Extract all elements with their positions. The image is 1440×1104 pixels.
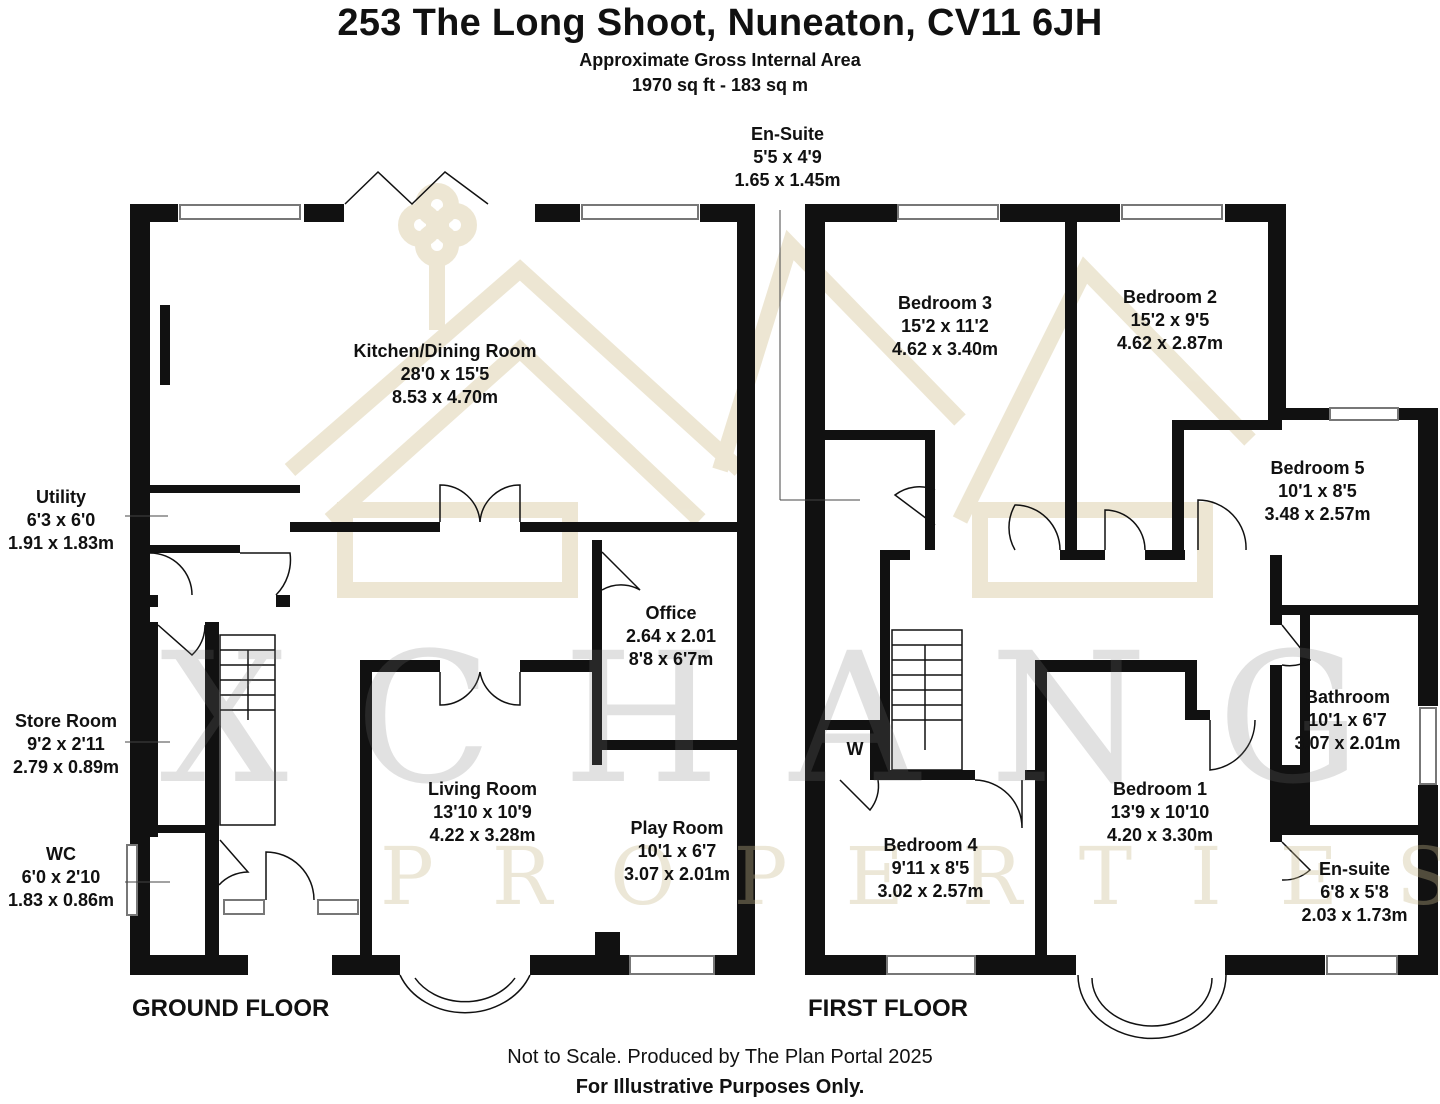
room-metric: 4.20 x 3.30m	[1106, 825, 1214, 845]
room-name: Bedroom 5	[1270, 458, 1365, 478]
room-imperial: 28'0 x 15'5	[400, 364, 490, 384]
area-value: 1970 sq ft - 183 sq m	[631, 75, 809, 95]
stairs	[219, 629, 963, 826]
room-name: Kitchen/Dining Room	[353, 341, 537, 361]
room-name: En-Suite	[750, 124, 824, 144]
room-metric: 1.65 x 1.45m	[734, 170, 841, 190]
room-imperial: 10'1 x 6'7	[637, 841, 717, 861]
room-name: W	[846, 739, 864, 759]
room-metric: 4.62 x 3.40m	[891, 339, 999, 359]
room-name: Store Room	[14, 711, 117, 731]
room-name: Play Room	[630, 818, 724, 838]
room-name: Utility	[35, 487, 86, 507]
room-metric: 1.91 x 1.83m	[7, 533, 115, 553]
room-name: Bedroom 3	[897, 293, 993, 313]
watermark-brand: XCHANGE	[160, 615, 1440, 824]
watermark-subtitle: PROPERTIES	[380, 830, 1440, 923]
room-imperial: 6'0 x 2'10	[21, 867, 101, 887]
room-imperial: 10'1 x 8'5	[1278, 481, 1357, 501]
room-label-kitchen: Kitchen/Dining Room 28'0 x 15'5 8.53 x 4…	[330, 340, 560, 409]
room-metric: 3.48 x 2.57m	[1264, 504, 1371, 524]
room-label-ensuite-top: En-Suite 5'5 x 4'9 1.65 x 1.45m	[715, 123, 860, 192]
room-label-living: Living Room 13'10 x 10'9 4.22 x 3.28m	[400, 778, 565, 847]
room-metric: 4.62 x 2.87m	[1116, 333, 1224, 353]
room-label-bedroom-3: Bedroom 3 15'2 x 11'2 4.62 x 3.40m	[870, 292, 1020, 361]
windows	[126, 204, 1437, 975]
floor-label-first: FIRST FLOOR	[808, 995, 968, 1022]
room-metric: 2.79 x 0.89m	[12, 757, 120, 777]
floor-label-ground: GROUND FLOOR	[132, 995, 330, 1022]
room-label-office: Office 2.64 x 2.01 8'8 x 6'7m	[607, 602, 735, 671]
room-imperial: 5'5 x 4'9	[753, 147, 822, 167]
room-label-play: Play Room 10'1 x 6'7 3.07 x 2.01m	[613, 817, 741, 886]
room-imperial: 8'8 x 6'7m	[628, 649, 714, 669]
room-metric: 3.02 x 2.57m	[877, 881, 984, 901]
room-label-bedroom-5: Bedroom 5 10'1 x 8'5 3.48 x 2.57m	[1245, 457, 1390, 526]
room-metric: 2.64 x 2.01	[625, 626, 717, 646]
room-label-wardrobe: W	[840, 738, 870, 761]
room-metric: 3.07 x 2.01m	[1294, 733, 1401, 753]
room-name: Bedroom 1	[1112, 779, 1208, 799]
room-name: Living Room	[428, 779, 537, 799]
room-metric: 3.07 x 2.01m	[623, 864, 731, 884]
area-label: Approximate Gross Internal Area	[579, 50, 861, 70]
room-imperial: 15'2 x 11'2	[901, 316, 989, 336]
room-imperial: 15'2 x 9'5	[1130, 310, 1210, 330]
room-imperial: 13'9 x 10'10	[1110, 802, 1210, 822]
pointer-lines	[125, 210, 860, 883]
room-label-store: Store Room 9'2 x 2'11 2.79 x 0.89m	[0, 710, 132, 779]
room-imperial: 9'2 x 2'11	[27, 734, 105, 754]
room-name: Bedroom 4	[883, 835, 978, 855]
footer-disclaimer: Not to Scale. Produced by The Plan Porta…	[507, 1046, 933, 1068]
room-label-bedroom-2: Bedroom 2 15'2 x 9'5 4.62 x 2.87m	[1095, 286, 1245, 355]
room-label-utility: Utility 6'3 x 6'0 1.91 x 1.83m	[0, 486, 122, 555]
room-name: Bedroom 2	[1122, 287, 1218, 307]
room-imperial: 6'8 x 5'8	[1320, 882, 1389, 902]
room-label-bathroom: Bathroom 10'1 x 6'7 3.07 x 2.01m	[1280, 686, 1415, 755]
room-metric: 8.53 x 4.70m	[391, 387, 499, 407]
room-imperial: 6'3 x 6'0	[26, 510, 96, 530]
room-name: Bathroom	[1305, 687, 1390, 707]
room-name: Office	[645, 603, 697, 623]
footer-note: For Illustrative Purposes Only.	[575, 1076, 865, 1098]
room-label-bedroom-1: Bedroom 1 13'9 x 10'10 4.20 x 3.30m	[1085, 778, 1235, 847]
room-metric: 4.22 x 3.28m	[429, 825, 536, 845]
walls	[130, 204, 1438, 975]
room-imperial: 13'10 x 10'9	[433, 802, 532, 822]
room-metric: 1.83 x 0.86m	[7, 890, 115, 910]
room-imperial: 10'1 x 6'7	[1308, 710, 1387, 730]
doors	[149, 170, 1312, 1040]
plan-title: 253 The Long Shoot, Nuneaton, CV11 6JH	[337, 2, 1103, 44]
room-name: En-suite	[1318, 859, 1390, 879]
room-label-bedroom-4: Bedroom 4 9'11 x 8'5 3.02 x 2.57m	[858, 834, 1003, 903]
room-metric: 2.03 x 1.73m	[1301, 905, 1408, 925]
room-label-wc: WC 6'0 x 2'10 1.83 x 0.86m	[0, 843, 122, 912]
room-label-ensuite: En-suite 6'8 x 5'8 2.03 x 1.73m	[1287, 858, 1422, 927]
room-imperial: 9'11 x 8'5	[891, 858, 970, 878]
room-name: WC	[46, 844, 76, 864]
